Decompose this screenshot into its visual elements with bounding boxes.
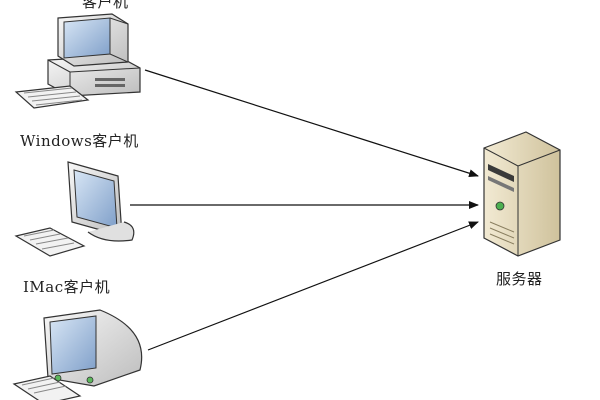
imac-icon (14, 161, 135, 257)
connection-line-crt (147, 221, 479, 351)
imac-client-label: IMac客户机 (23, 278, 111, 296)
clipped-top-label: 客户机 (82, 0, 129, 11)
server-tower-icon (483, 131, 561, 257)
server-label: 服务器 (496, 270, 543, 288)
windows-client-label: Windows客户机 (20, 132, 139, 150)
connection-line-windows (144, 69, 479, 178)
windows-pc-icon (14, 13, 141, 109)
crt-monitor-icon (12, 309, 143, 400)
